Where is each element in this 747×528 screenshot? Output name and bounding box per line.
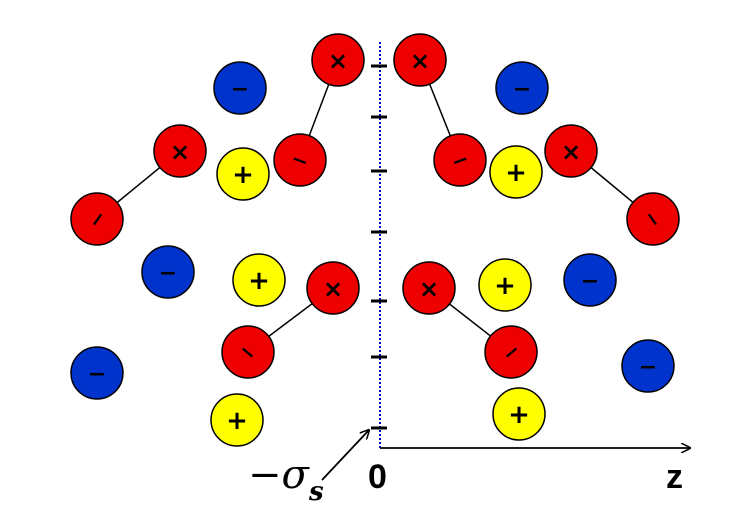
dipole-tail: −	[70, 192, 124, 246]
dipole-head: ×	[153, 124, 207, 178]
cation-particle: +	[210, 393, 264, 447]
anion-sign: −	[639, 355, 657, 380]
anion-particle: −	[70, 346, 124, 400]
dipole-head-sign: ×	[328, 47, 348, 75]
dipole-head-sign: ×	[170, 138, 190, 166]
dipole-tail: −	[433, 133, 487, 187]
dipole-tail: −	[273, 133, 327, 187]
cation-particle: +	[478, 258, 532, 312]
dipole-tail: −	[221, 325, 275, 379]
anion-sign: −	[159, 261, 177, 286]
cation-sign: +	[232, 160, 254, 190]
anions: − − − − − −	[70, 61, 675, 400]
dipole-tail-sign: −	[448, 146, 472, 174]
dipoles: × − × − × − × −	[70, 33, 680, 379]
dipole-bonds	[96, 59, 654, 353]
dipole-tail: −	[484, 325, 538, 379]
sigma-subscript: s	[308, 477, 324, 507]
sigma-label: −σ s	[248, 452, 324, 507]
dipole-head: ×	[402, 261, 456, 315]
origin-label: 0	[368, 458, 387, 496]
anion-sign: −	[581, 269, 599, 294]
dipole-head: ×	[393, 33, 447, 87]
surface-charge-marks	[371, 64, 387, 430]
cations: + + + + + +	[210, 145, 546, 447]
cation-sign: +	[508, 400, 530, 430]
dipole-tail: −	[626, 192, 680, 246]
z-axis-label: z	[666, 458, 683, 496]
sigma-symbol: −σ	[248, 452, 311, 498]
cation-sign: +	[226, 406, 248, 436]
anion-particle: −	[495, 61, 549, 115]
cation-sign: +	[505, 158, 527, 188]
dipole-head-sign: ×	[561, 138, 581, 166]
dipole-head-sign: ×	[419, 275, 439, 303]
anion-particle: −	[621, 339, 675, 393]
cation-particle: +	[232, 253, 286, 307]
cation-sign: +	[248, 266, 270, 296]
sigma-pointer-arrow	[321, 430, 369, 481]
dipole-head: ×	[544, 124, 598, 178]
cation-particle: +	[489, 145, 543, 199]
dipole-head-sign: ×	[323, 275, 343, 303]
dipole-head: ×	[306, 261, 360, 315]
anion-sign: −	[88, 362, 106, 387]
anion-sign: −	[231, 77, 249, 102]
cation-particle: +	[492, 387, 546, 441]
anion-particle: −	[141, 245, 195, 299]
dipole-tail-sign: −	[288, 146, 312, 174]
anion-sign: −	[513, 77, 531, 102]
dipole-head: ×	[311, 33, 365, 87]
anion-particle: −	[213, 61, 267, 115]
cation-sign: +	[494, 271, 516, 301]
dipole-head-sign: ×	[410, 47, 430, 75]
cation-particle: +	[216, 147, 270, 201]
anion-particle: −	[563, 253, 617, 307]
